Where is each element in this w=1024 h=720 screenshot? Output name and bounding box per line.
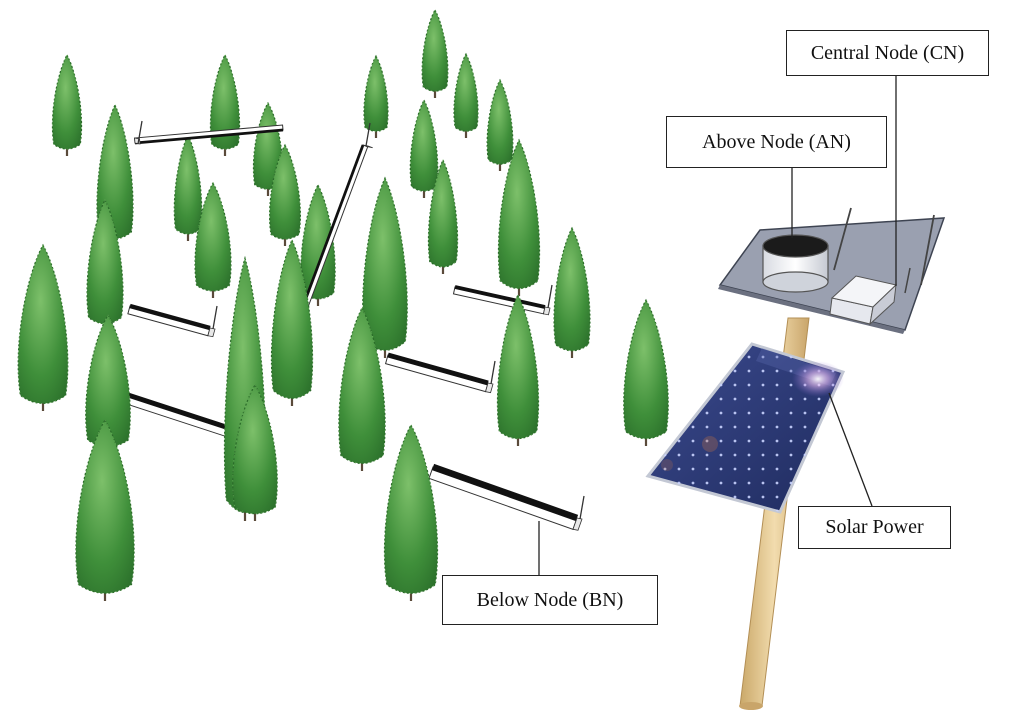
- below-nodes: [124, 120, 585, 531]
- tree-icon: [553, 226, 591, 358]
- antenna-icon: [490, 360, 496, 385]
- tree-icon: [194, 181, 232, 298]
- tree-icon: [51, 53, 83, 156]
- tree-icon: [421, 8, 449, 98]
- forest-back: [17, 8, 669, 446]
- tree-icon: [232, 383, 278, 521]
- above-node-cylinder-icon: [762, 234, 829, 293]
- antenna-icon: [579, 495, 585, 520]
- tree-icon: [17, 243, 69, 411]
- node-station: [645, 207, 946, 710]
- tree-icon: [338, 306, 386, 471]
- below-node-label: Below Node (BN): [442, 575, 658, 625]
- tree-icon: [486, 78, 514, 171]
- tree-icon: [409, 98, 439, 198]
- solar-power-label: Solar Power: [798, 506, 951, 549]
- tree-icon: [209, 53, 241, 156]
- central-node-label: Central Node (CN): [786, 30, 989, 76]
- buried-sensor-node-icon: [384, 352, 496, 394]
- tree-icon: [623, 298, 669, 446]
- buried-sensor-node-icon: [124, 392, 237, 439]
- tree-icon: [252, 101, 284, 196]
- antenna-icon: [833, 207, 852, 271]
- tree-icon: [453, 52, 479, 138]
- antenna-icon: [365, 122, 371, 147]
- antenna-icon: [904, 267, 911, 294]
- buried-sensor-node-icon: [127, 303, 218, 338]
- tree-icon: [362, 176, 408, 358]
- tree-icon: [497, 138, 541, 296]
- above-node-label: Above Node (AN): [666, 116, 887, 168]
- callout-lines: [538, 74, 897, 575]
- antenna-icon: [547, 284, 553, 309]
- tree-icon: [75, 418, 135, 601]
- buried-sensor-node-icon: [134, 120, 284, 145]
- tree-icon: [269, 143, 301, 246]
- tree-icon: [270, 238, 314, 406]
- tree-icon: [496, 293, 540, 446]
- antenna-icon: [137, 120, 143, 145]
- tree-icon: [427, 158, 459, 274]
- antenna-icon: [920, 214, 935, 286]
- tree-icon: [383, 423, 439, 601]
- tree-icon: [173, 133, 203, 241]
- tree-icon: [363, 54, 389, 138]
- antenna-icon: [212, 305, 218, 330]
- forest-front: [75, 176, 540, 601]
- buried-sensor-node-icon: [452, 284, 553, 316]
- buried-sensor-node-icon: [428, 463, 585, 531]
